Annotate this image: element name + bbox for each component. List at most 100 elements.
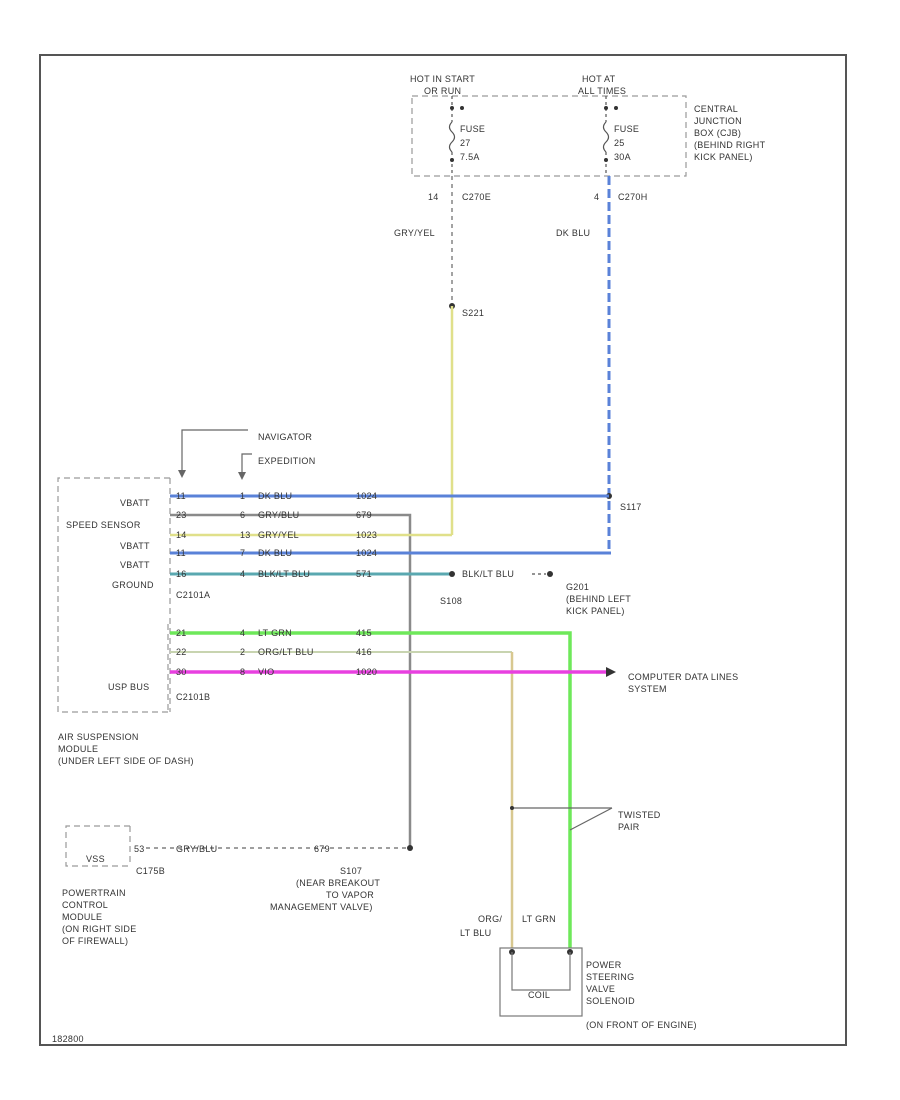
twisted-pair-label-1: TWISTED (618, 810, 661, 820)
row-0-color: DK BLU (258, 491, 292, 501)
pcm-outline (65, 825, 130, 867)
row-7-pin: 30 (176, 667, 187, 677)
cjb-label-4: (BEHIND RIGHT (694, 140, 766, 150)
connector-c175b: C175B (136, 866, 165, 876)
fuse-27-symbol (448, 121, 456, 153)
module-name-3: (UNDER LEFT SIDE OF DASH) (58, 756, 194, 766)
hot-in-start-label-2: OR RUN (424, 86, 461, 96)
cjb-label-3: BOX (CJB) (694, 128, 741, 138)
navigator-bracket (181, 429, 248, 472)
module-name-2: MODULE (58, 744, 98, 754)
pin-14-label: 14 (428, 192, 439, 202)
pcm-name-4: (ON RIGHT SIDE (62, 924, 137, 934)
row-6-pin: 22 (176, 647, 187, 657)
row-5-pin: 21 (176, 628, 187, 638)
twisted-pair-dot-left (510, 806, 514, 810)
cjb-label-5: KICK PANEL) (694, 152, 753, 162)
splice-s221-label: S221 (462, 308, 484, 318)
pcm-wire-circuit: 679 (314, 844, 330, 854)
hot-at-all-times-label-2: ALL TIMES (578, 86, 626, 96)
twisted-pair: TWISTED PAIR (510, 806, 661, 832)
fuse-25-rating: 30A (614, 152, 631, 162)
ground-g201-dot (547, 571, 553, 577)
module-pin-ground: GROUND (112, 580, 154, 590)
cjb-label-1: CENTRAL (694, 104, 738, 114)
splice-s108-dot (449, 571, 455, 577)
row-3-pin: 11 (176, 548, 186, 558)
row-3-n: 7 (240, 548, 245, 558)
splice-s107-label: S107 (340, 866, 362, 876)
connector-c270h: C270H (618, 192, 648, 202)
splice-s108-label: S108 (440, 596, 462, 606)
row-2-circuit: 1023 (356, 530, 377, 540)
connector-c2101b: C2101B (176, 692, 210, 702)
solenoid-name-1: POWER (586, 960, 622, 970)
row-2-pin: 14 (176, 530, 187, 540)
row-0-pin: 11 (176, 491, 186, 501)
pcm-vss-label: VSS (86, 854, 105, 864)
module-name-1: AIR SUSPENSION (58, 732, 139, 742)
module-pin-vbatt-1: VBATT (120, 498, 150, 508)
solenoid-right-color: LT GRN (522, 914, 556, 924)
row-4-pin: 16 (176, 569, 187, 579)
row-3-circuit: 1024 (356, 548, 377, 558)
wire-lt-grn-415 (170, 631, 572, 948)
pcm-name-1: POWERTRAIN (62, 888, 126, 898)
fuse-27-dot-1 (450, 106, 454, 110)
computer-data-lines-2: SYSTEM (628, 684, 667, 694)
solenoid-name-3: VALVE (586, 984, 615, 994)
pcm-name-2: CONTROL (62, 900, 108, 910)
row-2-n: 13 (240, 530, 251, 540)
pcm-wire-color: GRY/BLU (176, 844, 217, 854)
pcm-pin-53: 53 (134, 844, 145, 854)
central-junction-box: HOT IN START OR RUN HOT AT ALL TIMES FUS… (410, 74, 766, 202)
row-5-color: LT GRN (258, 628, 292, 638)
pin-4-label: 4 (594, 192, 599, 202)
navigator-arrow (178, 470, 186, 478)
connector-c2101a: C2101A (176, 590, 210, 600)
twisted-pair-label-2: PAIR (618, 822, 640, 832)
diagram-frame (39, 54, 847, 1046)
row-1-circuit: 679 (356, 510, 372, 520)
fuse-27-dot-2 (460, 106, 464, 110)
expedition-arrow (238, 472, 246, 480)
wire-gry-blu-679 (170, 513, 412, 846)
row-7-circuit: 1020 (356, 667, 377, 677)
fuse-27-dot-3 (450, 158, 454, 162)
fuse-27-rating: 7.5A (460, 152, 480, 162)
solenoid-name-5: (ON FRONT OF ENGINE) (586, 1020, 697, 1030)
solenoid-name-4: SOLENOID (586, 996, 635, 1006)
fuse-25-dot-3 (604, 158, 608, 162)
row-2-color: GRY/YEL (258, 530, 299, 540)
row-4-color: BLK/LT BLU (258, 569, 310, 579)
ground-name-2: (BEHIND LEFT (566, 594, 631, 604)
fuse-25-number: 25 (614, 138, 625, 148)
solenoid-left-color-2: LT BLU (460, 928, 491, 938)
pcm-name-3: MODULE (62, 912, 102, 922)
vehicle-selector: NAVIGATOR EXPEDITION (178, 429, 315, 480)
solenoid-coil (511, 952, 571, 991)
computer-data-lines-1: COMPUTER DATA LINES (628, 672, 738, 682)
fuse-27-label: FUSE (460, 124, 485, 134)
row-3-color: DK BLU (258, 548, 292, 558)
row-6-circuit: 416 (356, 647, 372, 657)
hot-in-start-label: HOT IN START (410, 74, 475, 84)
cjb-label-2: JUNCTION (694, 116, 742, 126)
pcm-name-5: OF FIREWALL) (62, 936, 128, 946)
row-7-n: 8 (240, 667, 245, 677)
row-5-n: 4 (240, 628, 245, 638)
twisted-pair-leader (569, 807, 613, 831)
navigator-label: NAVIGATOR (258, 432, 312, 442)
fuse-25-dot-1 (604, 106, 608, 110)
splice-s107-loc-3: MANAGEMENT VALVE) (270, 902, 373, 912)
module-pin-vbatt-3: VBATT (120, 560, 150, 570)
splice-s107-loc-2: TO VAPOR (326, 890, 374, 900)
power-steering-solenoid: ORG/ LT BLU LT GRN COIL POWER STEERING V… (460, 914, 697, 1030)
splice-s107-loc-1: (NEAR BREAKOUT (296, 878, 380, 888)
row-5-circuit: 415 (356, 628, 372, 638)
module-outline-a (57, 477, 170, 713)
dk-blu-label: DK BLU (556, 228, 590, 238)
row-1-color: GRY/BLU (258, 510, 299, 520)
module-pin-speed-sensor: SPEED SENSOR (66, 520, 141, 530)
